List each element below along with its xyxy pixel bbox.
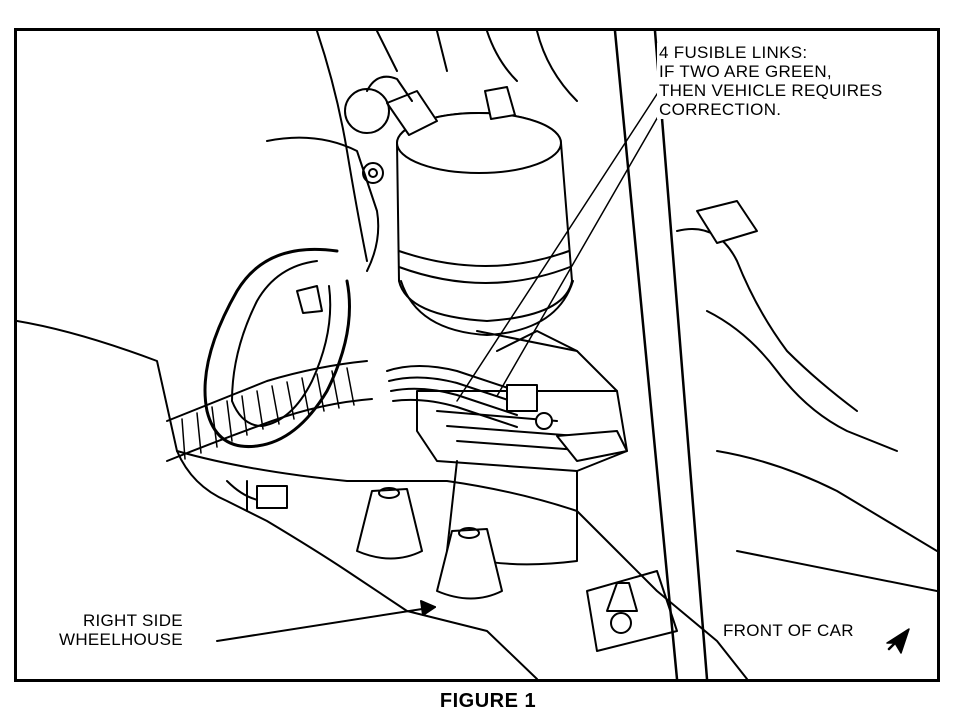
wheelhouse-line-1: RIGHT SIDE [82,611,183,630]
mount-boss-1 [356,487,423,560]
cowl-curve [266,136,380,272]
right-bracket [696,200,758,244]
fender-outline [17,320,538,679]
hose-loop [166,247,373,512]
fusible-links-line-4: CORRECTION. [659,100,782,119]
right-panel [716,450,937,552]
right-cable [706,310,898,452]
canister [344,75,574,336]
wheelhouse-panel [176,450,748,679]
fusible-links-callout: 4 FUSIBLE LINKS: IF TWO ARE GREEN, THEN … [657,43,885,119]
stud-bolt [586,570,678,652]
right-lower [736,550,937,592]
right-hose [676,228,858,412]
upper-structure [316,31,368,262]
leader-fusible-2 [496,100,668,397]
leader-wheelhouse-arrow [420,600,436,616]
fusible-links-line-3: THEN VEHICLE REQUIRES [659,81,883,100]
engine-compartment-illustration [17,31,937,679]
fusible-links-line-2: IF TWO ARE GREEN, [659,62,832,81]
fusible-links-line-1: 4 FUSIBLE LINKS: [659,43,808,62]
wheelhouse-callout: RIGHT SIDE WHEELHOUSE [57,611,185,649]
firewall-lines [376,31,578,102]
mount-boss-2 [436,527,503,600]
leader-wheelhouse [216,606,436,642]
fusible-link-block [386,330,628,472]
figure-caption: FIGURE 1 [439,690,537,712]
front-of-car-label: FRONT OF CAR [721,621,856,640]
wheelhouse-line-2: WHEELHOUSE [59,630,183,649]
figure-frame: 4 FUSIBLE LINKS: IF TWO ARE GREEN, THEN … [14,28,940,682]
strut-bar [613,31,709,679]
leader-fusible-1 [456,90,660,402]
